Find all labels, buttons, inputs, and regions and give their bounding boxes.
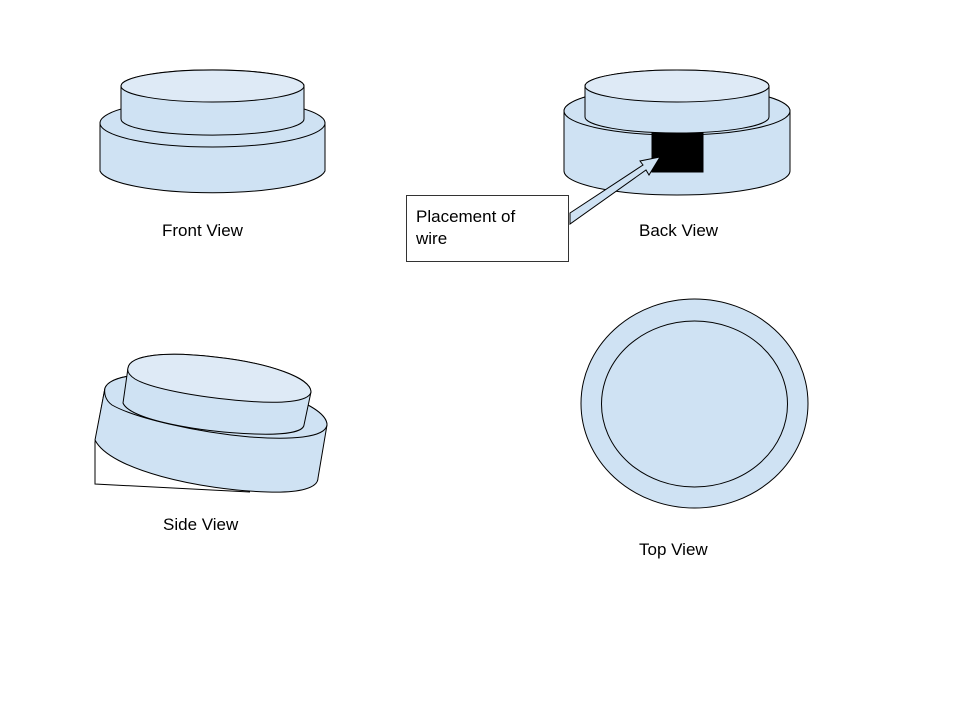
side-view-object (94, 353, 328, 493)
top-inner-circle (601, 320, 788, 488)
callout-line-1: Placement of (416, 207, 516, 226)
back-top-cap (584, 69, 770, 103)
top-view-label: Top View (639, 540, 708, 559)
top-view-object (580, 298, 809, 509)
wire-placement-block (651, 132, 704, 173)
wire-placement-callout: Placement of wire (406, 195, 569, 262)
wire-callout-arrow (569, 156, 662, 225)
side-top-cap (127, 353, 312, 403)
front-view-label: Front View (162, 221, 243, 240)
front-view-object (99, 69, 326, 194)
back-view-object (563, 69, 791, 196)
back-view-label: Back View (639, 221, 719, 240)
callout-line-2: wire (416, 229, 448, 248)
front-top-cap (120, 69, 305, 103)
side-view-label: Side View (163, 515, 239, 534)
